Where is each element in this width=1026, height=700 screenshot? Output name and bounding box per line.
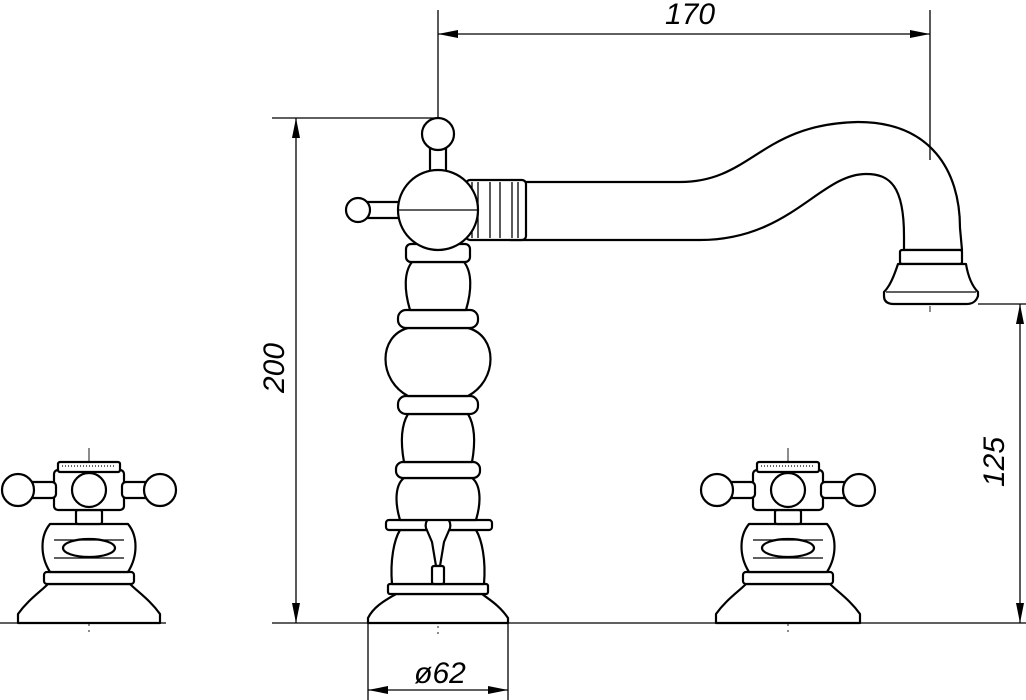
- bulb: [384, 326, 492, 398]
- dimension-label-overall-height: 200: [258, 343, 291, 394]
- tapered-section: [395, 476, 481, 522]
- dimension-spout-reach: 170: [437, 0, 931, 160]
- top-cross-handle: [344, 116, 480, 252]
- dimension-label-spout-reach: 170: [665, 0, 715, 31]
- dimension-spout-height: 125: [978, 303, 1026, 623]
- right-valve: [699, 460, 877, 625]
- base-flange: [366, 592, 510, 625]
- dimension-overall-height: 200: [258, 117, 440, 623]
- dimension-label-spout-height: 125: [978, 437, 1011, 487]
- left-valve: [0, 460, 178, 625]
- neck: [404, 260, 472, 312]
- dimension-base-diameter: ø62: [367, 623, 509, 700]
- faucet-body: [366, 232, 510, 625]
- spout: [464, 120, 980, 306]
- dimension-label-base-diameter: ø62: [414, 657, 466, 690]
